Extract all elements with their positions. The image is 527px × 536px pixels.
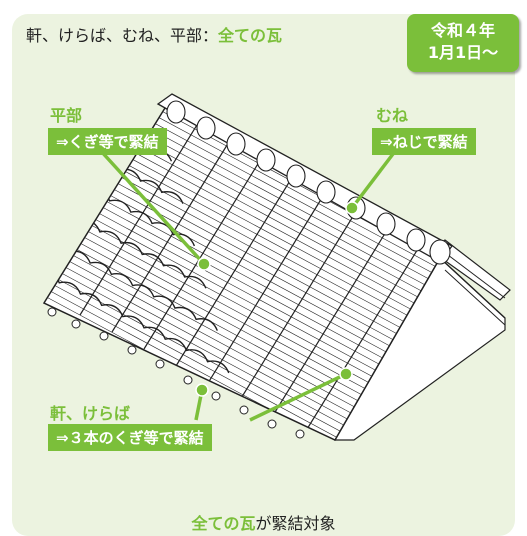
leader-hirabu xyxy=(98,148,206,266)
date-badge: 令和４年 1月1日～ xyxy=(407,14,519,72)
hirabu-heading: 平部 xyxy=(50,106,83,125)
leader-mune xyxy=(350,148,398,210)
leader-dots xyxy=(195,201,359,397)
date-badge-line1: 令和４年 xyxy=(430,21,495,40)
ridge-rolls xyxy=(166,100,451,265)
caption-highlight: 全ての瓦 xyxy=(191,514,256,533)
caption: 全ての瓦が緊結対象 xyxy=(0,510,527,534)
caption-rest: が緊結対象 xyxy=(255,514,336,533)
tile-columns xyxy=(79,119,425,435)
page-title: 軒、けらば、むね、平部：全ての瓦 xyxy=(26,22,282,46)
title-highlight: 全ての瓦 xyxy=(218,26,283,45)
leader-noki-2 xyxy=(249,372,347,422)
eave-tile-ends xyxy=(47,307,305,439)
date-badge-line2: 1月1日～ xyxy=(427,43,499,62)
hirabu-label: ⇒くぎ等で緊結 xyxy=(48,128,167,155)
title-prefix: 軒、けらば、むね、平部： xyxy=(26,26,219,45)
noki-label: ⇒３本のくぎ等で緊結 xyxy=(48,424,212,451)
noki-heading: 軒、けらば xyxy=(50,404,131,423)
leader-lines xyxy=(98,148,398,422)
mune-label: ⇒ねじで緊結 xyxy=(372,128,476,155)
mune-heading: むね xyxy=(376,106,409,125)
